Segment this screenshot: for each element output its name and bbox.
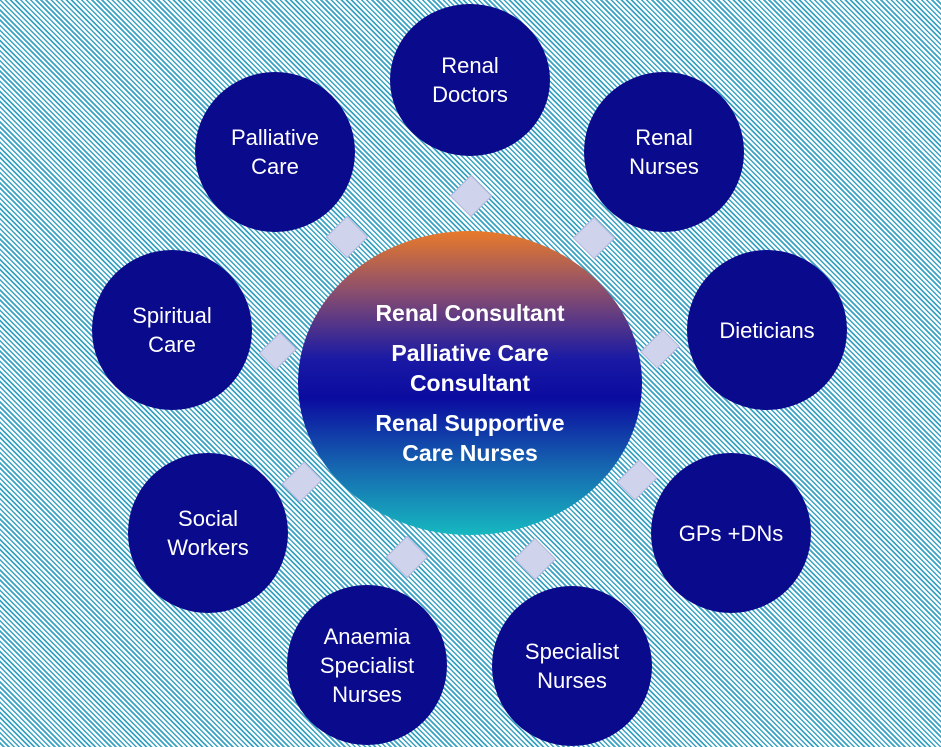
node-label: Palliative Care (230, 125, 320, 179)
node-palliative-care: Palliative Care (195, 72, 355, 232)
hub-line-renal-supportive-care-nurses: Renal Supportive Care Nurses (375, 410, 565, 466)
node-label: GPs +DNs (678, 520, 784, 546)
hub-line-renal-consultant: Renal Consultant (375, 300, 565, 326)
node-label: Renal Doctors (432, 53, 508, 107)
node-label: Anaemia Specialist Nurses (319, 623, 415, 707)
node-label: Spiritual Care (132, 303, 212, 357)
node-renal-doctors: Renal Doctors (390, 4, 550, 156)
node-label: Renal Nurses (629, 125, 699, 179)
hub-line-palliative-care-consultant: Palliative Care Consultant (391, 340, 549, 396)
node-gps-dns: GPs +DNs (651, 453, 811, 613)
node-label: Specialist Nurses (524, 639, 620, 693)
node-social-workers: Social Workers (128, 453, 288, 613)
center-hub: Renal Consultant Palliative Care Consult… (298, 231, 642, 535)
node-label: Social Workers (167, 506, 249, 560)
node-dieticians: Dieticians (687, 250, 847, 410)
node-label: Dieticians (719, 317, 815, 343)
node-anaemia-specialist-nurses: Anaemia Specialist Nurses (287, 585, 447, 745)
node-spiritual-care: Spiritual Care (92, 250, 252, 410)
node-renal-nurses: Renal Nurses (584, 72, 744, 232)
node-specialist-nurses: Specialist Nurses (492, 586, 652, 746)
